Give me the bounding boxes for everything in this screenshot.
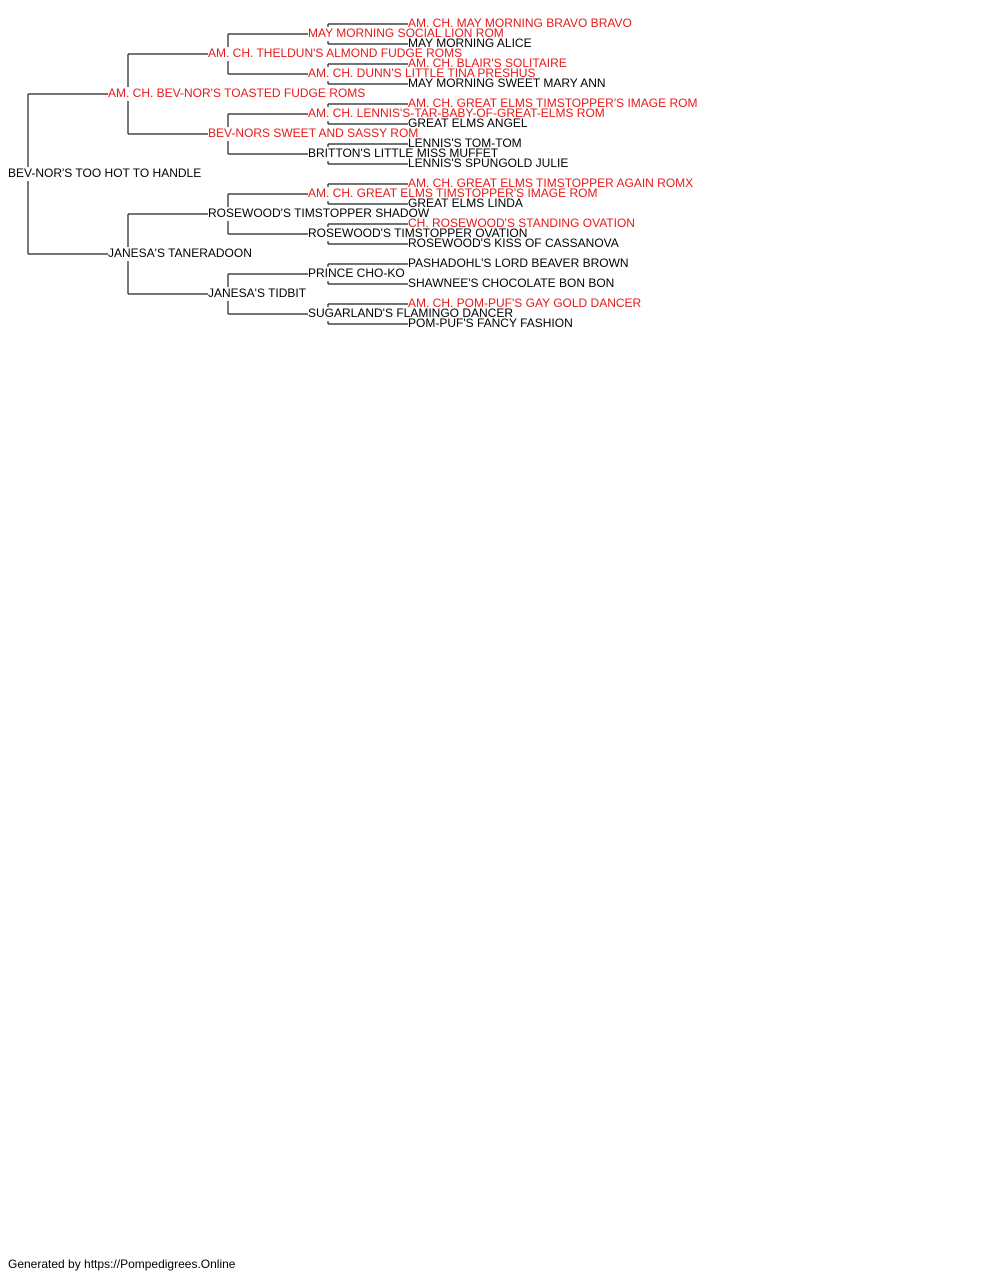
dog-name-gen4: AM. CH. POM-PUF'S GAY GOLD DANCER <box>408 296 642 310</box>
dog-name-gen3: AM. CH. LENNIS'S-TAR-BABY-OF-GREAT-ELMS … <box>308 106 605 120</box>
dog-name-gen4: AM. CH. BLAIR'S SOLITAIRE <box>408 56 567 70</box>
dog-name-gen4: GREAT ELMS LINDA <box>408 196 523 210</box>
dog-name-gen2: AM. CH. THELDUN'S ALMOND FUDGE ROMS <box>208 46 462 60</box>
dog-name-gen3: ROSEWOOD'S TIMSTOPPER OVATION <box>308 226 527 240</box>
dog-name-gen3: BRITTON'S LITTLE MISS MUFFET <box>308 146 499 160</box>
dog-name-gen3: PRINCE CHO-KO <box>308 266 405 280</box>
dog-name-gen1: JANESA'S TANERADOON <box>108 246 252 260</box>
dog-name-gen2: BEV-NORS SWEET AND SASSY ROM <box>208 126 418 140</box>
dog-name-gen2: JANESA'S TIDBIT <box>208 286 307 300</box>
dog-name-gen4: SHAWNEE'S CHOCOLATE BON BON <box>408 276 614 290</box>
dog-name-gen3: MAY MORNING SOCIAL LION ROM <box>308 26 504 40</box>
dog-name-gen4: AM. CH. GREAT ELMS TIMSTOPPER'S IMAGE RO… <box>408 96 697 110</box>
dog-name-gen3: AM. CH. DUNN'S LITTLE TINA PRESHUS <box>308 66 535 80</box>
dog-name-gen4: PASHADOHL'S LORD BEAVER BROWN <box>408 256 629 270</box>
dog-name-gen4: MAY MORNING ALICE <box>408 36 532 50</box>
footer-credit: Generated by https://Pompedigrees.Online <box>8 1257 236 1271</box>
dog-name-gen4: LENNIS'S SPUNGOLD JULIE <box>408 156 568 170</box>
dog-name-gen4: GREAT ELMS ANGEL <box>408 116 528 130</box>
dog-name-gen4: MAY MORNING SWEET MARY ANN <box>408 76 606 90</box>
dog-name-gen4: POM-PUF'S FANCY FASHION <box>408 316 573 330</box>
dog-name-gen4: LENNIS'S TOM-TOM <box>408 136 522 150</box>
dog-name-gen3: AM. CH. GREAT ELMS TIMSTOPPER'S IMAGE RO… <box>308 186 597 200</box>
dog-name-gen4: AM. CH. GREAT ELMS TIMSTOPPER AGAIN ROMX <box>408 176 693 190</box>
dog-name-gen1: AM. CH. BEV-NOR'S TOASTED FUDGE ROMS <box>108 86 365 100</box>
dog-name-gen3: SUGARLAND'S FLAMINGO DANCER <box>308 306 513 320</box>
dog-name-gen0: BEV-NOR'S TOO HOT TO HANDLE <box>8 166 201 180</box>
dog-name-gen4: ROSEWOOD'S KISS OF CASSANOVA <box>408 236 619 250</box>
dog-name-gen4: CH. ROSEWOOD'S STANDING OVATION <box>408 216 635 230</box>
dog-name-gen2: ROSEWOOD'S TIMSTOPPER SHADOW <box>208 206 430 220</box>
dog-name-gen4: AM. CH. MAY MORNING BRAVO BRAVO <box>408 16 632 30</box>
